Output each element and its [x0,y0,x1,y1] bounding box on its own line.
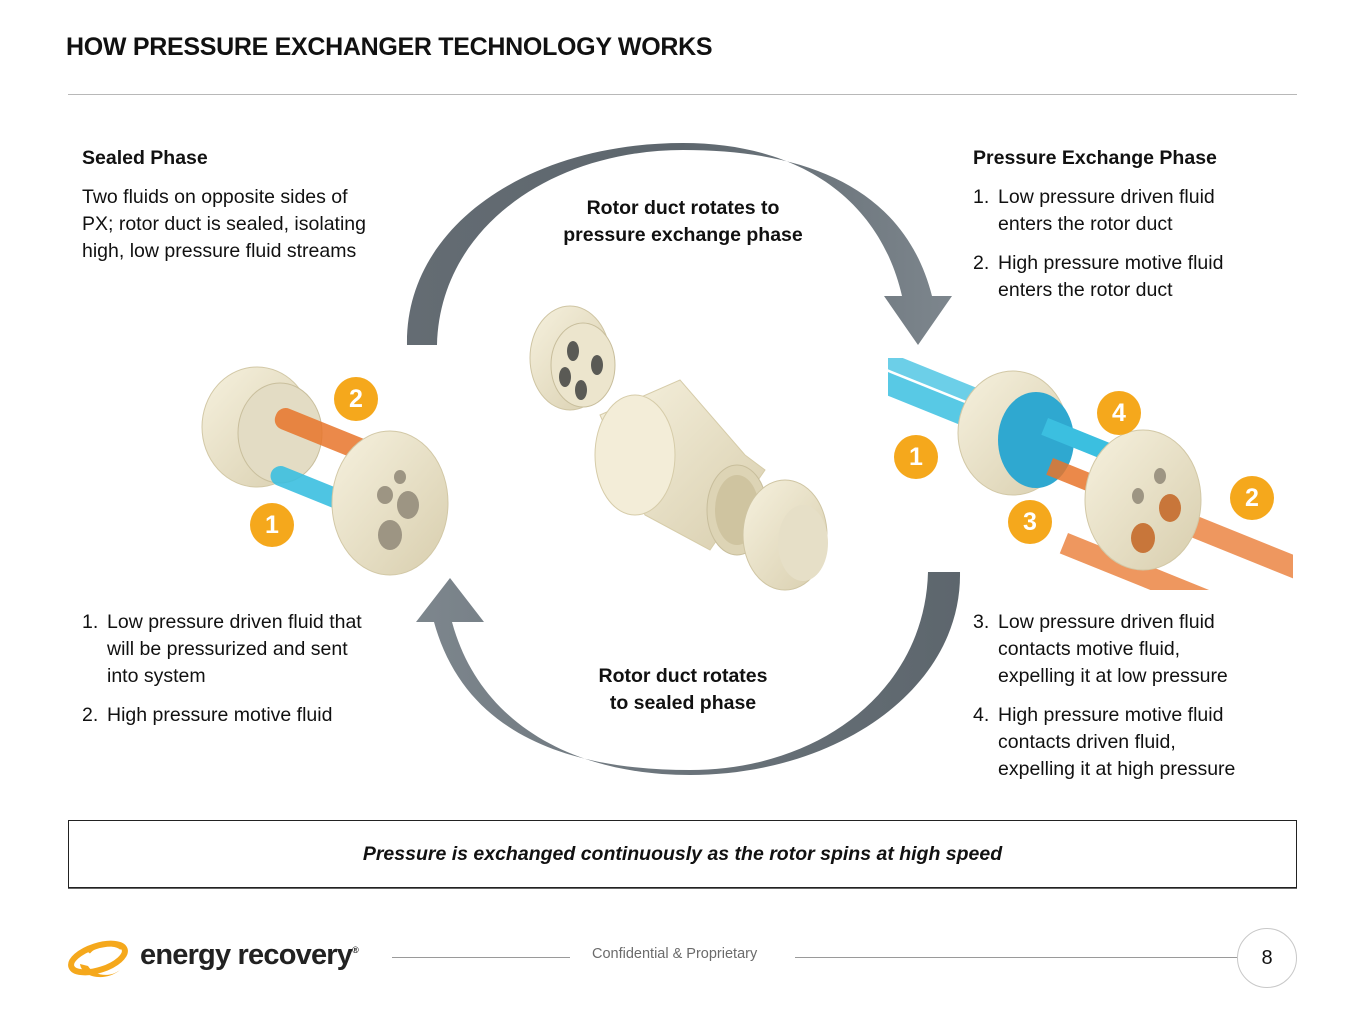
brand-wordmark: energy recovery® [140,939,359,972]
footer-divider-right [795,957,1237,958]
list-item: 2. High pressure motive fluid [82,702,412,729]
confidential-label: Confidential & Proprietary [592,946,758,962]
bottom-cycle-label: Rotor duct rotates to sealed phase [543,663,823,717]
item-line: contacts driven fluid, [998,731,1176,753]
item-line: enters the rotor duct [998,279,1173,301]
description-line: PX; rotor duct is sealed, isolating [82,213,366,235]
summary-callout: Pressure is exchanged continuously as th… [68,820,1297,888]
item-line: Low pressure driven fluid [998,186,1215,208]
label-line: Rotor duct rotates to [586,197,780,219]
exchange-phase-list-top: 1. Low pressure driven fluid enters the … [973,184,1273,316]
item-line: High pressure motive fluid [998,704,1224,726]
item-number: 1. [973,186,990,208]
item-line: Low pressure driven fluid [998,611,1215,633]
top-cycle-label: Rotor duct rotates to pressure exchange … [543,195,823,249]
registered-mark: ® [352,945,359,955]
exchange-phase-heading: Pressure Exchange Phase [973,147,1217,169]
sealed-phase-heading: Sealed Phase [82,147,208,169]
item-line: will be pressurized and sent [107,638,348,660]
item-line: Low pressure driven fluid that [107,611,362,633]
energy-recovery-logo-icon [68,940,128,978]
rotor-exploded-illustration [529,305,828,591]
sealed-badge-1: 1 [250,503,294,547]
item-number: 4. [973,704,990,726]
item-line: into system [107,665,206,687]
item-line: expelling it at low pressure [998,665,1228,687]
list-item: 3. Low pressure driven fluid contacts mo… [973,609,1293,690]
exchange-badge-4: 4 [1097,391,1141,435]
sealed-badge-2: 2 [334,377,378,421]
item-number: 3. [973,611,990,633]
label-line: pressure exchange phase [563,224,803,246]
exchange-badge-3: 3 [1008,500,1052,544]
list-item: 1. Low pressure driven fluid enters the … [973,184,1273,238]
brand-name: energy recovery [140,939,353,971]
list-item: 1. Low pressure driven fluid that will b… [82,609,412,690]
page-title: HOW PRESSURE EXCHANGER TECHNOLOGY WORKS [66,33,713,61]
label-line: to sealed phase [609,692,757,714]
item-line: expelling it at high pressure [998,758,1236,780]
exchange-phase-list-bottom: 3. Low pressure driven fluid contacts mo… [973,609,1293,795]
sealed-phase-list: 1. Low pressure driven fluid that will b… [82,609,412,741]
title-divider [68,94,1297,95]
item-number: 2. [973,252,990,274]
page-number: 8 [1237,928,1297,988]
item-line: High pressure motive fluid [107,704,333,726]
sealed-phase-description: Two fluids on opposite sides of PX; roto… [82,184,366,265]
summary-callout-text: Pressure is exchanged continuously as th… [362,842,1003,865]
exchange-phase-illustration [888,358,1293,590]
item-number: 2. [82,704,99,726]
description-line: Two fluids on opposite sides of [82,186,348,208]
label-line: Rotor duct rotates [598,665,768,687]
sealed-phase-illustration [201,366,449,576]
item-line: enters the rotor duct [998,213,1173,235]
footer-divider-left [392,957,570,958]
item-line: High pressure motive fluid [998,252,1224,274]
item-number: 1. [82,611,99,633]
exchange-badge-2: 2 [1230,476,1274,520]
item-line: contacts motive fluid, [998,638,1181,660]
description-line: high, low pressure fluid streams [82,240,357,262]
exchange-badge-1: 1 [894,435,938,479]
list-item: 2. High pressure motive fluid enters the… [973,250,1273,304]
list-item: 4. High pressure motive fluid contacts d… [973,702,1293,783]
